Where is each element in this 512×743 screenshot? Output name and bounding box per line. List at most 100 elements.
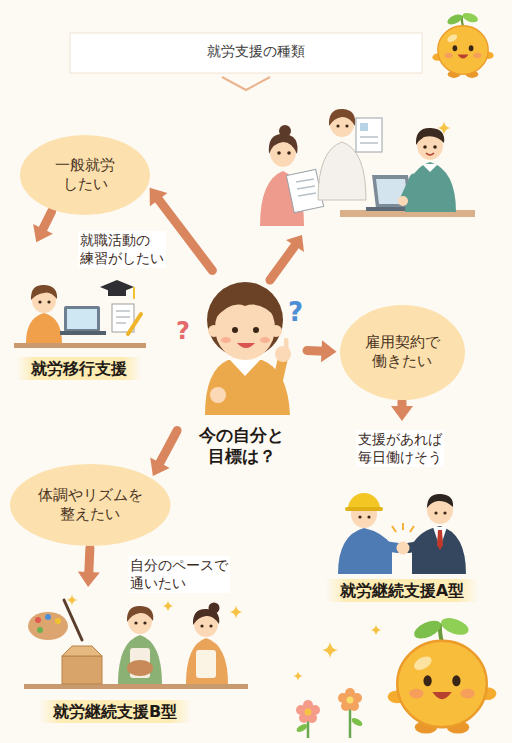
text-line: 自分のペースで [130,557,228,575]
service-name: 就労継続支援B型 [39,700,191,723]
office-scene [356,118,382,152]
handshake-scene [434,511,437,514]
arrow-head [150,188,168,207]
sparkles [66,594,77,605]
flow-arrow [307,340,337,362]
flow-arrow [33,211,53,242]
arrow-shaft [89,548,90,575]
office-scene [260,109,475,226]
bubble-fill [340,305,465,400]
craft-scene [200,624,203,627]
thinking-person [237,343,255,348]
mascot-character [432,11,493,78]
study-scene [38,300,41,303]
text-line: 就職活動の [80,232,164,250]
service-name: 就労継続支援A型 [326,579,478,602]
office-scene [287,151,291,155]
craft-scene [134,621,137,624]
text-line: 体調やリズムを [38,486,143,505]
sparkles [438,122,451,135]
text-line: 毎日働けそう [358,449,442,467]
craft-scene [24,600,248,689]
handshake-scene [402,523,404,530]
step-note: 就職活動の 練習がしたい [78,231,166,268]
question-mark: ? [288,296,303,329]
office-scene [279,125,291,137]
title-banner [222,77,270,90]
choice-bubble: 雇用契約で 働きたい [340,305,465,400]
handshake-scene [348,493,380,509]
arrow-head [33,224,53,242]
arrow-shaft [42,211,52,231]
title-banner [70,33,422,90]
thinking-person [284,338,289,350]
text-line: 働きたい [365,352,440,371]
title-text: 就労支援の種類 [0,43,512,60]
text-line: 練習がしたい [80,250,164,268]
hub-text: 今の自分と 目標は？ [199,425,284,466]
flow-arrow [150,431,177,476]
craft-scene [24,684,248,689]
office-scene [297,186,315,189]
thinking-person [214,286,278,320]
study-scene [108,289,126,296]
flow-arrow [78,548,100,587]
step-note: 自分のペースで 通いたい [128,556,230,593]
study-scene [31,285,57,300]
handshake-scene [408,546,420,548]
office-scene [398,196,408,206]
question-mark-slot: ? [288,296,303,329]
mascot-character [388,615,497,734]
text-line: ? [288,296,303,329]
step-note: 支援があれば 毎日働けそう [356,430,444,467]
study-scene [14,280,146,348]
thinking-person [275,346,291,362]
craft-scene [28,612,68,640]
office-scene [405,162,456,212]
office-scene [298,193,316,196]
text-line: 通いたい [130,575,228,593]
text-line: 支援があれば [358,431,442,449]
text-line: 雇用契約で [365,333,440,352]
thinking-person [232,327,238,333]
office-scene [296,179,314,182]
craft-scene [186,638,228,684]
handshake-scene [338,493,466,574]
study-scene [26,313,62,343]
craft-scene [64,600,82,640]
office-scene [416,128,444,145]
step-note-slot: 就職活動の 練習がしたい [78,231,166,268]
study-scene [60,331,106,335]
choice-bubble: 一般就労 したい [20,135,150,215]
flowers [338,693,348,703]
flow-arrow [391,402,413,422]
thinking-person [221,337,231,343]
flowers [296,705,306,715]
direction-arrow [270,247,294,280]
craft-scene [62,646,102,656]
sparkles [293,671,303,681]
office-scene [345,124,348,127]
craft-scene [118,635,162,684]
arrow-head [150,458,169,476]
office-scene [277,151,281,155]
sparkles [370,624,381,635]
study-scene [128,314,141,334]
direction-arrow [270,235,304,280]
question-mark: ? [176,316,190,346]
craft-scene [55,618,61,624]
sparkles [322,642,338,658]
office-scene [426,153,434,155]
bubble-fill [10,464,171,546]
handshake-scene [367,515,370,518]
self-check-hub: 今の自分と 目標は？ [178,272,305,468]
thinking-person [260,337,270,343]
text-line: 就労支援の種類 [0,43,512,60]
craft-scene [62,656,102,684]
service-name: 就労移行支援 [17,357,141,380]
title-slot: 就労支援の種類 [0,43,512,60]
office-scene [360,123,368,131]
craft-scene [45,614,51,620]
thinking-person [253,327,259,333]
